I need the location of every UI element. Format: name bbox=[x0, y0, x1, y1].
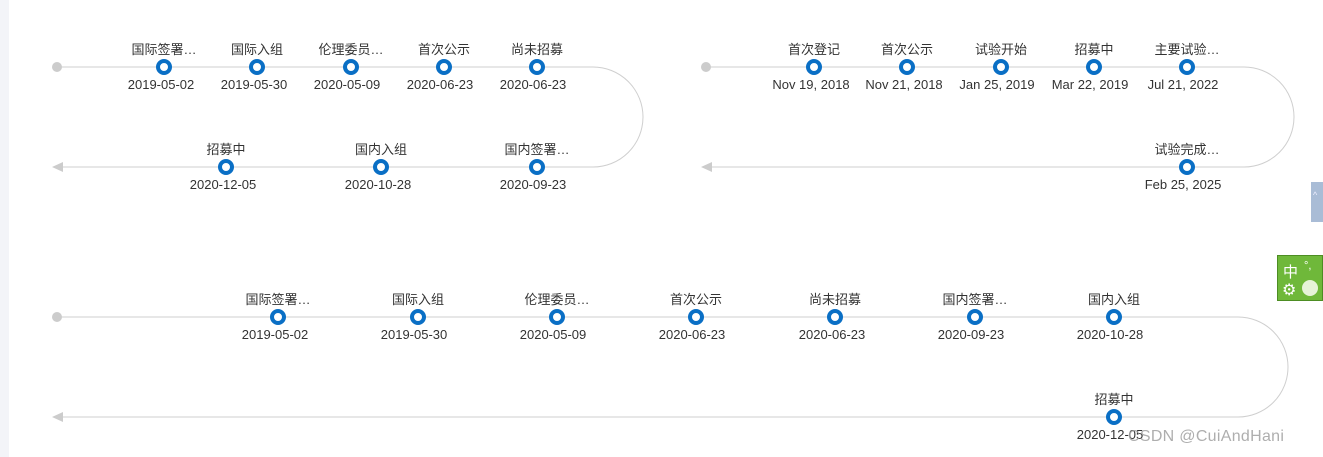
event-title: 试验完成… bbox=[1154, 142, 1220, 157]
event-node[interactable] bbox=[436, 59, 452, 75]
event-node[interactable] bbox=[993, 59, 1009, 75]
event-date: 2020-06-23 bbox=[798, 327, 866, 342]
track-bottom bbox=[57, 316, 1289, 418]
event-title: 国际入组 bbox=[391, 292, 445, 307]
event-node[interactable] bbox=[410, 309, 426, 325]
event-title: 尚未招募 bbox=[808, 292, 862, 307]
side-scroll-tab[interactable]: ^ bbox=[1311, 182, 1323, 222]
event-title: 试验开始 bbox=[974, 42, 1028, 57]
event-title: 招募中 bbox=[206, 142, 246, 157]
event-date: 2020-09-23 bbox=[937, 327, 1005, 342]
event-node[interactable] bbox=[1086, 59, 1102, 75]
event-node[interactable] bbox=[529, 59, 545, 75]
event-title: 首次公示 bbox=[669, 292, 723, 307]
event-node[interactable] bbox=[967, 309, 983, 325]
event-title: 国内签署… bbox=[942, 292, 1008, 307]
event-node[interactable] bbox=[373, 159, 389, 175]
watermark-text: CSDN @CuiAndHani bbox=[1128, 428, 1285, 445]
event-node[interactable] bbox=[1179, 59, 1195, 75]
event-date: Nov 19, 2018 bbox=[772, 77, 850, 92]
event-node[interactable] bbox=[343, 59, 359, 75]
track-end-arrow bbox=[52, 162, 63, 172]
caret-up-icon: ^ bbox=[1313, 190, 1318, 200]
ime-punctuation-icon: °, bbox=[1304, 260, 1312, 272]
event-date: 2020-12-05 bbox=[189, 177, 257, 192]
left-edge-strip bbox=[0, 0, 9, 457]
event-title: 伦理委员… bbox=[524, 292, 590, 307]
event-date: 2020-12-05 bbox=[1076, 427, 1144, 442]
event-node[interactable] bbox=[899, 59, 915, 75]
event-node[interactable] bbox=[1106, 409, 1122, 425]
event-date: 2019-05-02 bbox=[241, 327, 309, 342]
track-end-arrow bbox=[52, 412, 63, 422]
event-date: Feb 25, 2025 bbox=[1144, 177, 1222, 192]
event-date: 2020-05-09 bbox=[313, 77, 381, 92]
event-node[interactable] bbox=[688, 309, 704, 325]
event-title: 首次公示 bbox=[880, 42, 934, 57]
event-node[interactable] bbox=[218, 159, 234, 175]
event-title: 国际签署… bbox=[245, 292, 311, 307]
track-start-dot bbox=[52, 62, 62, 72]
event-date: Jan 25, 2019 bbox=[959, 77, 1035, 92]
event-node[interactable] bbox=[827, 309, 843, 325]
event-title: 招募中 bbox=[1074, 42, 1114, 57]
event-title: 伦理委员… bbox=[318, 42, 384, 57]
event-title: 招募中 bbox=[1094, 392, 1134, 407]
event-date: 2020-10-28 bbox=[344, 177, 412, 192]
ime-mode-label: 中 bbox=[1283, 263, 1299, 281]
event-node[interactable] bbox=[270, 309, 286, 325]
event-date: 2019-05-02 bbox=[127, 77, 195, 92]
gear-icon[interactable]: ⚙ bbox=[1282, 282, 1297, 299]
event-node[interactable] bbox=[806, 59, 822, 75]
event-title: 主要试验… bbox=[1154, 42, 1220, 57]
event-node[interactable] bbox=[549, 309, 565, 325]
event-title: 国内入组 bbox=[354, 142, 408, 157]
ime-skin-icon bbox=[1302, 280, 1318, 296]
event-date: Jul 21, 2022 bbox=[1147, 77, 1219, 92]
event-date: 2020-06-23 bbox=[499, 77, 567, 92]
track-start-dot bbox=[52, 312, 62, 322]
ime-toolbar-widget[interactable]: 中 °, ⚙ bbox=[1277, 255, 1323, 301]
event-title: 首次公示 bbox=[417, 42, 471, 57]
event-node[interactable] bbox=[1179, 159, 1195, 175]
track-start-dot bbox=[701, 62, 711, 72]
event-title: 国际入组 bbox=[230, 42, 284, 57]
track-top-right bbox=[706, 66, 1295, 168]
event-title: 国内入组 bbox=[1087, 292, 1141, 307]
event-node[interactable] bbox=[156, 59, 172, 75]
event-date: Nov 21, 2018 bbox=[865, 77, 943, 92]
event-date: 2019-05-30 bbox=[220, 77, 288, 92]
event-date: 2020-06-23 bbox=[406, 77, 474, 92]
event-title: 国际签署… bbox=[131, 42, 197, 57]
event-date: 2020-06-23 bbox=[658, 327, 726, 342]
event-title: 尚未招募 bbox=[510, 42, 564, 57]
event-date: 2020-05-09 bbox=[519, 327, 587, 342]
event-node[interactable] bbox=[529, 159, 545, 175]
event-title: 国内签署… bbox=[504, 142, 570, 157]
track-top-left bbox=[57, 66, 644, 168]
event-date: 2020-09-23 bbox=[499, 177, 567, 192]
event-date: Mar 22, 2019 bbox=[1051, 77, 1129, 92]
event-node[interactable] bbox=[249, 59, 265, 75]
event-title: 首次登记 bbox=[787, 42, 841, 57]
event-node[interactable] bbox=[1106, 309, 1122, 325]
track-end-arrow bbox=[701, 162, 712, 172]
event-date: 2019-05-30 bbox=[380, 327, 448, 342]
event-date: 2020-10-28 bbox=[1076, 327, 1144, 342]
